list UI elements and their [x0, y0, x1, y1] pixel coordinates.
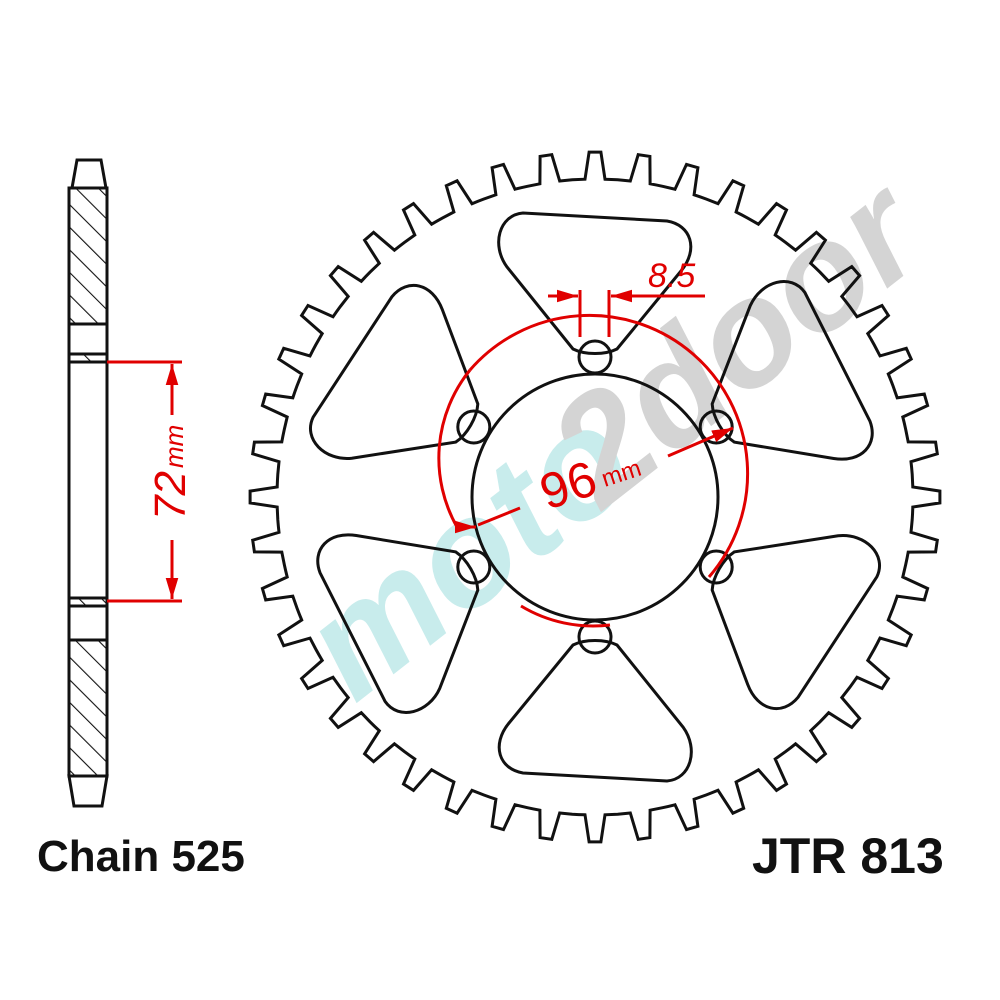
- bolt-hole: [698, 549, 734, 585]
- lightening-cutouts: [309, 211, 881, 783]
- spline-dimension: [107, 360, 182, 603]
- profile-hub: [67, 360, 109, 600]
- bolt-hole: [456, 409, 492, 445]
- pcd-dimension: [437, 289, 750, 628]
- side-profile: [67, 158, 109, 808]
- part-number-label: JTR 813: [752, 828, 944, 884]
- profile-bottom-tip: [67, 774, 109, 808]
- bolt-hole: [577, 339, 613, 375]
- lightening-cutout: [497, 211, 693, 355]
- sprocket-teeth-outline: [248, 150, 942, 844]
- bolt-hole-label: 8.5: [648, 257, 695, 295]
- profile-top-hatch: [67, 186, 109, 326]
- sprocket-front: [248, 150, 942, 844]
- profile-bottom-hatch: [67, 638, 109, 778]
- lightening-cutout: [497, 639, 693, 783]
- bolt-hole: [456, 549, 492, 585]
- bolt-holes: [456, 339, 734, 655]
- lightening-cutout: [710, 534, 881, 710]
- spline-dimension-label: 72 mm: [146, 425, 195, 520]
- lightening-cutout: [309, 284, 480, 460]
- bolt-hole: [577, 619, 613, 655]
- profile-top-tip: [70, 158, 108, 190]
- chain-label: Chain 525: [37, 832, 245, 881]
- svg-text:mm: mm: [159, 425, 189, 468]
- lightening-cutout: [316, 533, 480, 714]
- svg-text:72: 72: [146, 471, 195, 520]
